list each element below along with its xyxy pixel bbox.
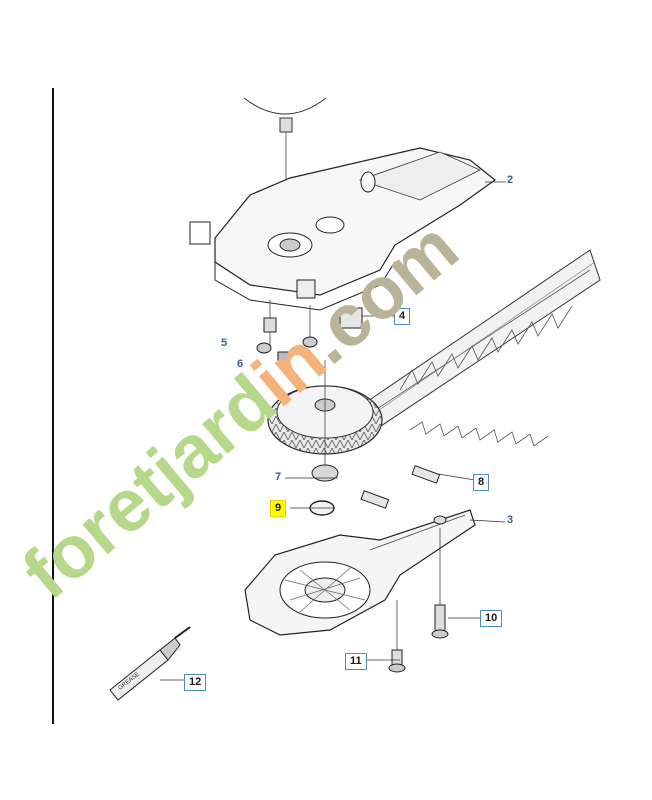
callout-2: 2 xyxy=(507,174,514,186)
callout-10: 10 xyxy=(480,610,503,627)
base-plate xyxy=(244,509,476,636)
callout-12: 12 xyxy=(184,674,207,691)
screw-11 xyxy=(388,600,406,673)
cutter-blade xyxy=(339,249,601,447)
callout-5: 5 xyxy=(221,337,228,349)
gear-housing xyxy=(189,147,496,311)
grease-tube: GREASE xyxy=(109,626,191,701)
guide-pin-top xyxy=(411,465,441,484)
callout-7: 7 xyxy=(275,471,282,483)
motor-housing-arc xyxy=(243,97,327,115)
pinion-gear xyxy=(279,117,293,133)
screw-10 xyxy=(431,528,449,639)
callout-11: 11 xyxy=(345,653,367,670)
callout-4: 4 xyxy=(394,308,411,325)
housing-screws xyxy=(256,300,318,367)
margin-rule xyxy=(52,88,54,724)
bearing xyxy=(311,464,339,482)
callout-6: 6 xyxy=(237,358,244,370)
leader-lines xyxy=(160,181,506,681)
callout-3: 3 xyxy=(507,514,514,526)
spacer-block xyxy=(339,307,363,329)
callout-8: 8 xyxy=(473,474,490,491)
callout-9: 9 xyxy=(270,500,287,517)
guide-pin-mid xyxy=(360,490,390,509)
